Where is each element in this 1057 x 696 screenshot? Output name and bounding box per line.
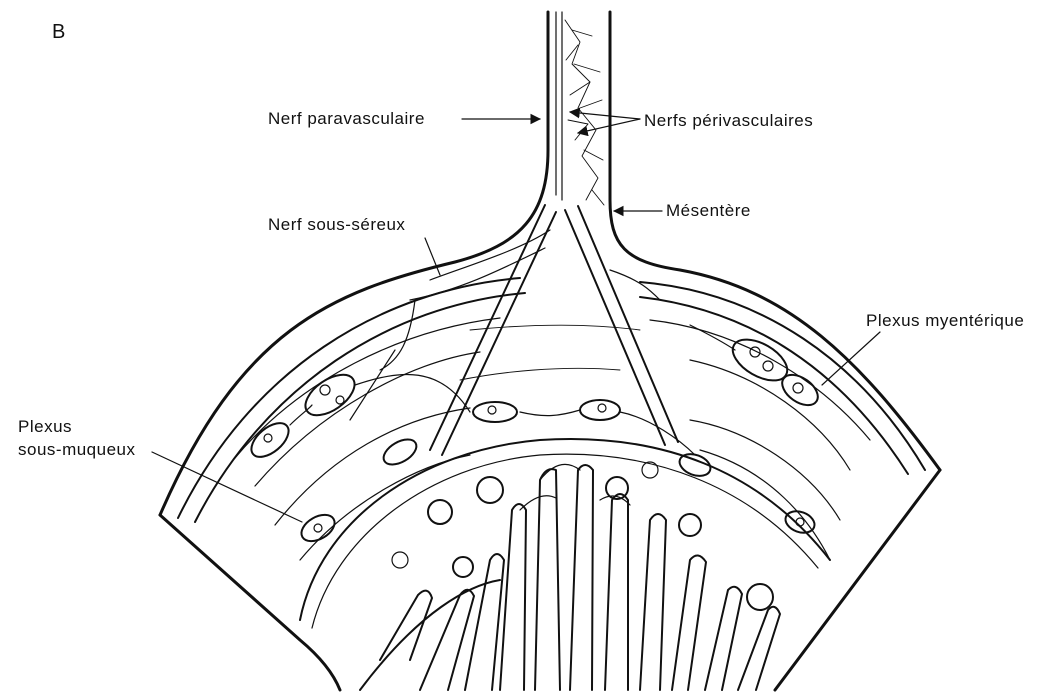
label-myenteric-plexus: Plexus myentérique [866, 311, 1024, 330]
label-perivascular-nerves: Nerfs périvasculaires [644, 111, 813, 130]
leader-perivascular-1 [570, 112, 640, 119]
label-mesentery: Mésentère [666, 201, 751, 220]
leader-submucous [152, 452, 302, 522]
label-submucous-plexus-line1: Plexus [18, 417, 72, 436]
label-subserous-nerve: Nerf sous-séreux [268, 215, 405, 234]
panel-letter: B [52, 21, 65, 43]
ganglia [245, 325, 823, 547]
label-paravascular-nerve: Nerf paravasculaire [268, 109, 425, 128]
mucosa [300, 439, 830, 690]
label-submucous-plexus-line2: sous-muqueux [18, 440, 136, 459]
annotations: Nerf paravasculaire Nerfs périvasculaire… [18, 109, 1024, 522]
